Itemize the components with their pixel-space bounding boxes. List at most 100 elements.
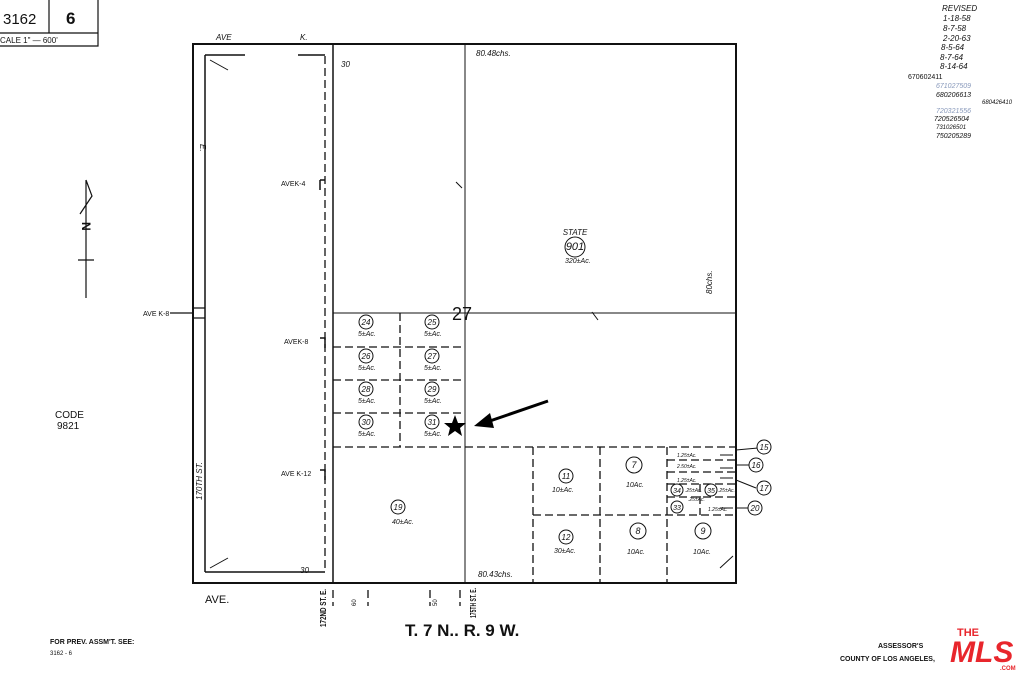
revision-code: 731026501 <box>936 125 966 131</box>
parcel-area: 5±Ac. <box>424 398 442 405</box>
parcel-9: 9 10Ac. <box>693 522 712 556</box>
parcel-number-circle <box>747 500 763 516</box>
north-label: N <box>79 222 93 231</box>
parcel-34: 34 .25±Ac. <box>670 483 702 497</box>
parcel-area: 5±Ac. <box>358 331 376 338</box>
revision-date: 8-7-58 <box>943 24 967 33</box>
parcel-number-circle <box>424 348 440 364</box>
svg-text:.COM: .COM <box>1000 666 1016 672</box>
parcel-area: 320±Ac. <box>565 258 591 265</box>
parcel-number: 901 <box>566 241 584 253</box>
parcel-number-circle <box>694 522 712 540</box>
parcel-number-circle <box>358 314 374 330</box>
parcel-number: 20 <box>750 504 760 513</box>
revision-code: 670602411 <box>908 74 943 81</box>
parcel-28: 28 5±Ac. <box>358 381 376 405</box>
parcel-number: 16 <box>752 461 761 470</box>
dimension-label: 60 <box>352 599 358 606</box>
parcel-area: .25±Ac. <box>718 488 735 494</box>
parcel-area: 10Ac. <box>627 549 645 556</box>
parcel-number: 24 <box>361 318 371 327</box>
street-labels: AVE K. AVE K-8 AVEK-4 AVEK-8 AVE K-12 AV… <box>143 33 478 627</box>
dimension-labels: 80.48chs. 80.43chs. 80chs. 30 30 60 50 <box>300 49 714 606</box>
county-label: COUNTY OF LOS ANGELES, <box>840 656 935 663</box>
pointer-arrow-icon <box>474 399 549 428</box>
parcel-number: 34 <box>673 488 681 495</box>
parcel-area: .25±Ac. <box>688 497 705 503</box>
subject-star-icon <box>444 415 466 436</box>
parcel-area: 1.25±Ac. <box>708 507 728 513</box>
street-label: AVEK-4 <box>281 181 305 188</box>
revision-list: REVISED 1-18-58 8-7-58 2-20-63 8-5-64 8-… <box>908 4 1013 140</box>
parcel-number: 28 <box>361 385 371 394</box>
revision-code: 720526504 <box>934 116 969 123</box>
township-range: T. 7 N.. R. 9 W. <box>405 621 519 640</box>
parcel-area: .25±Ac. <box>685 488 702 494</box>
parcel-33: 33.25±Ac. <box>670 497 705 514</box>
revised-title: REVISED <box>942 4 977 13</box>
parcel-number: 9 <box>700 526 705 536</box>
revision-date: 8-5-64 <box>941 43 965 52</box>
street-label: AVEK-8 <box>284 339 308 346</box>
parcel-number-circle <box>756 480 772 496</box>
parcel-area: 5±Ac. <box>424 331 442 338</box>
map-book-number: 3162 <box>3 11 36 28</box>
parcel-25: 255±Ac. <box>424 314 442 338</box>
parcels: 901STATE320±Ac.245±Ac.255±Ac.265±Ac.275±… <box>358 228 772 556</box>
previous-assessment-ref: 3162 - 6 <box>50 651 73 657</box>
dimension-label: 80.43chs. <box>478 570 513 579</box>
parcel-number-circle <box>756 439 772 455</box>
parcel-area: 10Ac. <box>693 549 711 556</box>
parcel-number-circle <box>625 456 643 474</box>
parcel-number: 12 <box>562 533 571 542</box>
map-header-box: 3162 6 CALE 1" — 600' <box>0 0 99 47</box>
parcel-area: 5±Ac. <box>358 398 376 405</box>
dimension-label: 50 <box>433 599 439 606</box>
parcel-area: 10±Ac. <box>552 487 574 494</box>
street-label: E. <box>198 144 207 152</box>
parcel-area: 5±Ac. <box>424 431 442 438</box>
parcel-20: 20 1.25±Ac. <box>708 500 763 516</box>
parcel-16: 162.50±Ac. <box>676 457 764 473</box>
parcel-27: 275±Ac. <box>424 348 442 372</box>
section-number: 27 <box>452 304 472 324</box>
parcel-number-circle <box>358 381 374 397</box>
street-label: AVE K-8 <box>143 311 169 318</box>
parcel-number-circle <box>629 522 647 540</box>
street-label: 175TH ST. E. <box>469 588 478 618</box>
parcel-number-circle <box>558 468 574 484</box>
parcel-number: 30 <box>362 418 371 427</box>
previous-assessment-note: FOR PREV. ASSM'T. SEE: <box>50 639 134 646</box>
dimension-label: 30 <box>300 566 309 575</box>
parcel-area: 10Ac. <box>626 482 644 489</box>
parcel-number-circle <box>670 483 684 497</box>
street-label: AVE <box>215 33 232 42</box>
dimension-label: 80chs. <box>705 270 714 294</box>
svg-text:THE: THE <box>957 627 979 639</box>
parcel-number: 26 <box>361 352 371 361</box>
svg-text:MLS: MLS <box>950 636 1013 669</box>
street-label: 170TH ST. <box>195 462 204 500</box>
map-page-number: 6 <box>66 9 75 28</box>
parcel-area: 40±Ac. <box>392 519 414 526</box>
north-arrow-icon: N <box>78 179 94 298</box>
revision-code: 680426410 <box>982 100 1013 106</box>
parcel-number: 27 <box>427 352 437 361</box>
revision-code: 680206613 <box>936 92 971 99</box>
parcel-17: 171.25±Ac. <box>677 478 772 496</box>
parcel-area: 1.25±Ac. <box>677 453 697 459</box>
parcel-number-circle <box>670 500 684 514</box>
revision-date: 2-20-63 <box>942 34 971 43</box>
parcel-number: 11 <box>562 472 570 481</box>
parcel-number-circle <box>558 529 574 545</box>
parcel-number: 29 <box>427 385 437 394</box>
parcel-number: 17 <box>760 484 769 493</box>
parcel-11: 11 10±Ac. <box>552 468 574 494</box>
revision-code: 720321556 <box>936 108 971 115</box>
parcel-number-circle <box>358 348 374 364</box>
assessor-label: ASSESSOR'S <box>878 643 924 650</box>
parcel-number-circle <box>390 499 406 515</box>
